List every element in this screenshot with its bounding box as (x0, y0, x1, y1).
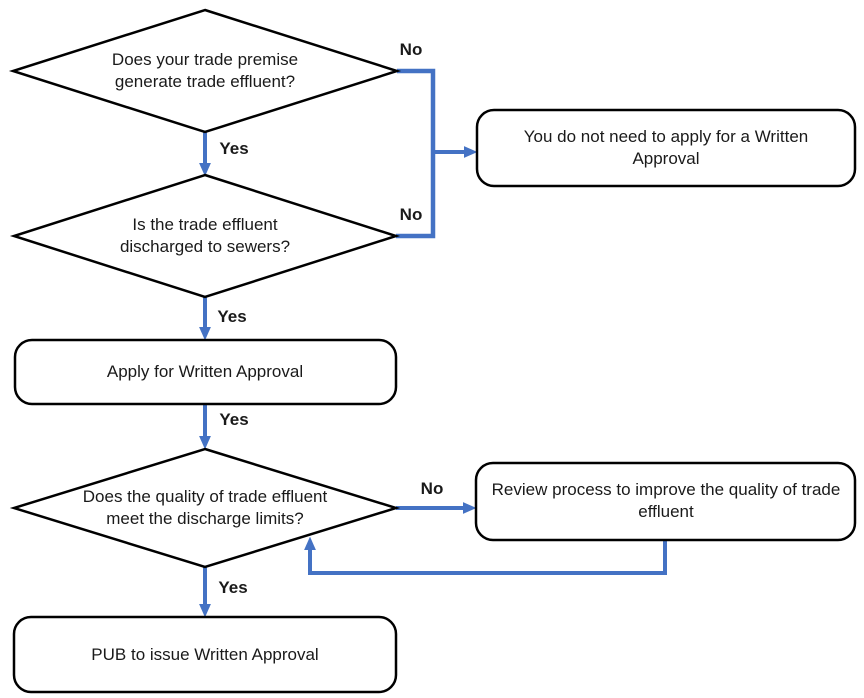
decision-quality-shape (9, 447, 401, 569)
connector-review-return-arrow (304, 536, 667, 575)
decision-generate-shape (8, 8, 402, 134)
process-apply-label: Apply for Written Approval (106, 362, 304, 381)
edge-label-apply-yes: Yes (219, 410, 249, 429)
terminal-not-needed-shape (475, 108, 857, 188)
terminal-not-needed-label: You do not need to apply for a Written A… (523, 127, 809, 168)
process-apply-shape (13, 338, 398, 406)
edge-label-quality-yes: Yes (218, 578, 248, 597)
decision-generate-label: Does your trade premise generate trade e… (111, 50, 299, 91)
edge-label-quality-no: No (420, 479, 444, 498)
edge-label-sewers-yes: Yes (217, 307, 247, 326)
edge-label-sewers-no: No (399, 205, 423, 224)
edge-label-generate-no: No (399, 40, 423, 59)
terminal-issue-label: PUB to issue Written Approval (91, 645, 319, 664)
terminal-issue-shape (12, 615, 398, 694)
decision-sewers-label: Is the trade effluent discharged to sewe… (119, 215, 291, 256)
process-review-shape (474, 461, 857, 542)
decision-sewers-shape (9, 173, 401, 299)
edge-label-generate-yes: Yes (219, 139, 249, 158)
process-review-label: Review process to improve the quality of… (491, 480, 841, 521)
decision-quality-label: Does the quality of trade effluent meet … (82, 487, 328, 528)
